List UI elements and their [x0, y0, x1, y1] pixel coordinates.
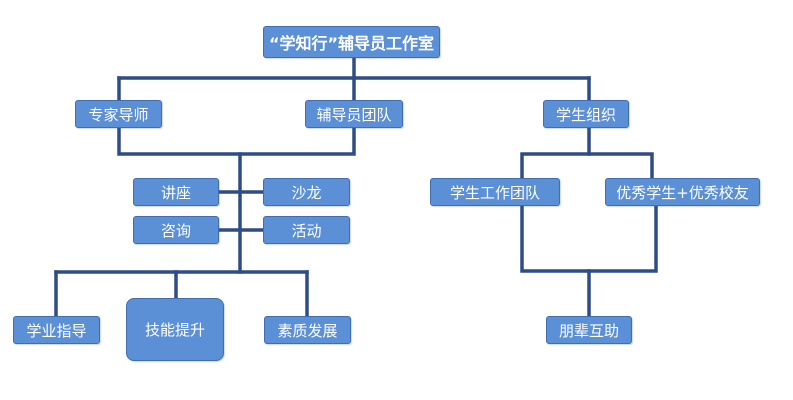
node-peer-help: 朋辈互助 — [546, 316, 632, 344]
node-salon: 沙龙 — [263, 178, 350, 206]
root-node: “学知行”辅导员工作室 — [263, 26, 440, 58]
node-skill-improvement: 技能提升 — [126, 298, 224, 361]
connector-right-bracket — [520, 152, 654, 180]
connector-right-loop — [520, 204, 658, 273]
node-quality-development: 素质发展 — [264, 316, 351, 344]
node-activity: 活动 — [263, 216, 350, 244]
node-excellent-students-alumni: 优秀学生+优秀校友 — [605, 178, 760, 206]
node-consult: 咨询 — [133, 216, 219, 244]
node-student-work-team: 学生工作团队 — [430, 178, 560, 206]
node-students: 学生组织 — [543, 100, 629, 128]
node-experts: 专家导师 — [75, 100, 162, 128]
node-lecture: 讲座 — [133, 178, 219, 206]
connector-left-bracket — [117, 126, 356, 156]
node-counselors: 辅导员团队 — [305, 100, 403, 128]
node-study-guidance: 学业指导 — [13, 316, 100, 344]
